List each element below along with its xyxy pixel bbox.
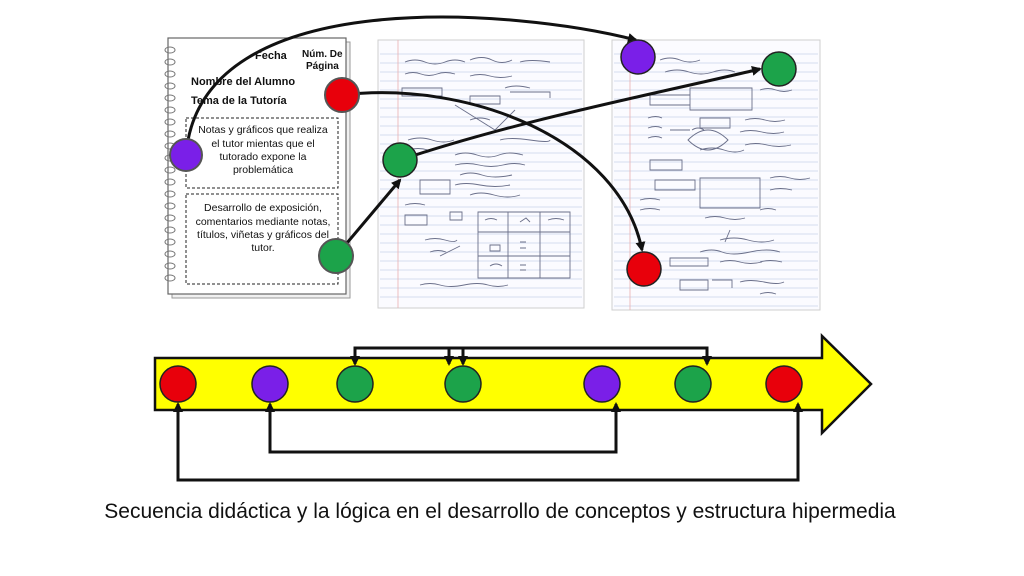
timeline-node-purple	[583, 365, 621, 403]
spiral-ring	[164, 250, 176, 258]
spiral-ring	[164, 214, 176, 222]
spiral-ring	[164, 106, 176, 114]
timeline-arrow	[153, 333, 873, 482]
timeline-node-green	[336, 365, 374, 403]
marker-green-notes-2	[761, 51, 797, 87]
timeline-node-purple	[251, 365, 289, 403]
spiral-ring	[164, 226, 176, 234]
fecha-label: Fecha	[255, 50, 288, 62]
spiral-ring	[164, 238, 176, 246]
development-box-line-1: Desarrollo de exposición,	[204, 202, 322, 214]
marker-red-notes-2	[626, 251, 662, 287]
development-box-line-2: comentarios mediante notas,	[196, 216, 331, 228]
spiral-ring	[164, 94, 176, 102]
spiral-ring	[164, 46, 176, 54]
num-pagina-label-2: Página	[306, 61, 339, 72]
marker-purple-notes-2	[620, 39, 656, 75]
tutoring-template-sheet: Fecha Núm. De Página Nombre del Alumno T…	[164, 37, 351, 299]
spiral-ring	[164, 178, 176, 186]
spiral-ring	[164, 274, 176, 282]
nombre-alumno-label: Nombre del Alumno	[191, 76, 295, 88]
spiral-ring	[164, 70, 176, 78]
marker-red-template	[324, 77, 360, 113]
arrow-green-to-green-2	[399, 65, 762, 162]
marker-green-template	[318, 238, 354, 274]
spiral-ring	[164, 82, 176, 90]
caption: Secuencia didáctica y la lógica en el de…	[104, 500, 896, 523]
spiral-binding	[164, 46, 176, 282]
spiral-ring	[164, 190, 176, 198]
spiral-ring	[164, 58, 176, 66]
development-box-line-3: títulos, viñetas y gráficos del	[197, 229, 329, 241]
development-box-line-4: tutor.	[251, 242, 274, 254]
page-markers	[169, 39, 797, 287]
arrow-red-to-red	[341, 91, 646, 252]
spiral-ring	[164, 262, 176, 270]
timeline-node-green	[674, 365, 712, 403]
notes-box	[185, 117, 339, 189]
timeline-node-green	[444, 365, 482, 403]
timeline-node-red	[765, 365, 803, 403]
notes-box-line-4: problemática	[233, 164, 293, 176]
timeline-nodes	[159, 365, 803, 403]
spiral-ring	[164, 130, 176, 138]
notes-box-line-3: tutorado expone la	[220, 151, 307, 163]
timeline-links	[173, 346, 803, 482]
timeline-link-below-head	[178, 402, 803, 482]
spiral-ring	[164, 118, 176, 126]
timeline-node-red	[159, 365, 197, 403]
marker-green-notes-1	[382, 142, 418, 178]
notes-box-line-1: Notas y gráficos que realiza	[198, 124, 328, 136]
marker-purple-template	[169, 138, 203, 172]
spiral-ring	[164, 202, 176, 210]
timeline-link-below-head	[270, 402, 621, 454]
handwriting-scribbles	[401, 57, 571, 287]
tema-tutoria-label: Tema de la Tutoría	[191, 95, 287, 107]
num-pagina-label-1: Núm. De	[302, 49, 343, 60]
spiral-ring	[164, 166, 176, 174]
handwriting-scribbles	[639, 57, 811, 295]
arrow-purple-to-purple	[184, 15, 638, 156]
handwritten-notes-page-1	[377, 39, 585, 309]
notes-box-line-2: el tutor mientas que el	[211, 138, 314, 150]
